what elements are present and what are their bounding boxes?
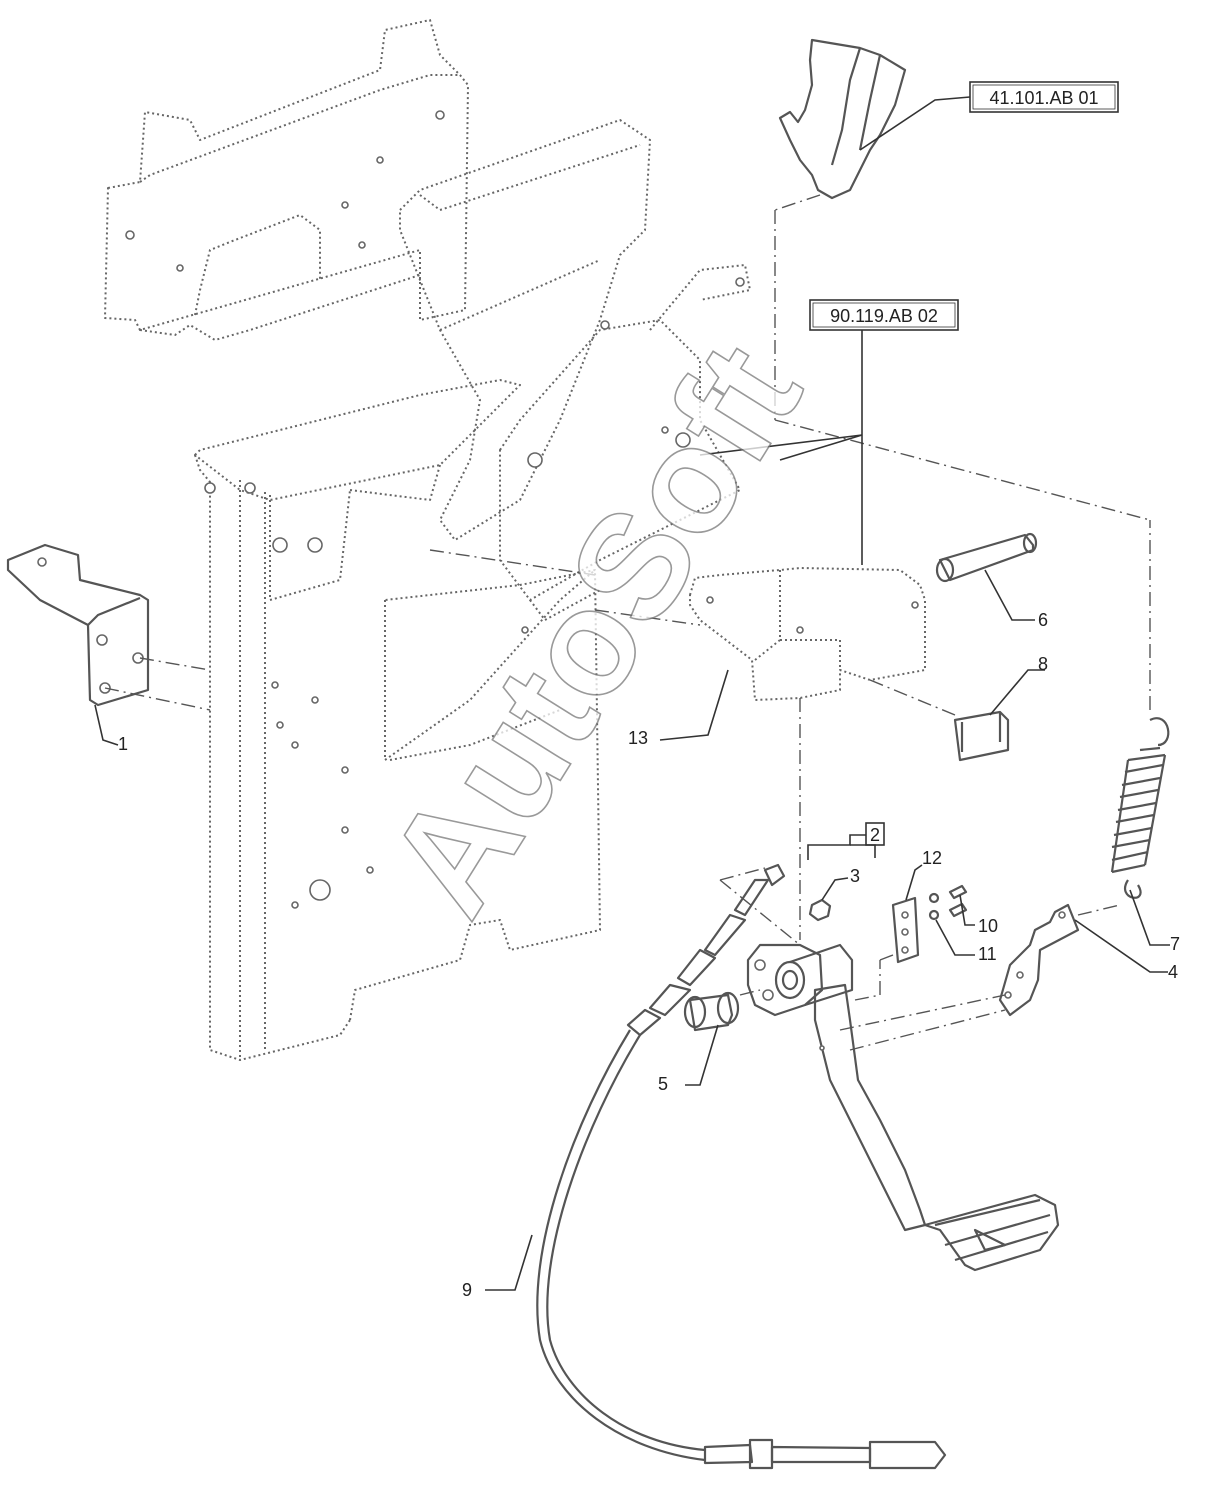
callout-5-text: 5 [658, 1074, 668, 1094]
callout-10[interactable]: 10 [959, 894, 998, 936]
part-9-cable [536, 863, 947, 1470]
reference-41-text: 41.101.AB 01 [989, 88, 1098, 108]
callout-4[interactable]: 4 [1074, 919, 1178, 982]
callout-11-text: 11 [978, 944, 997, 964]
callout-13[interactable]: 13 [628, 669, 729, 748]
callout-3-text: 3 [850, 866, 860, 886]
callout-7-text: 7 [1170, 934, 1180, 954]
callout-9[interactable]: 9 [462, 1234, 533, 1300]
watermark-text: AutoSoft [355, 316, 833, 942]
pedal-assembly [683, 698, 1121, 1272]
part-12-plate [891, 884, 968, 964]
callout-12[interactable]: 12 [905, 848, 942, 901]
callout-4-text: 4 [1168, 962, 1178, 982]
part-1-bracket [6, 543, 211, 711]
part-upper-handle [774, 38, 1151, 521]
part-13-bracket [429, 549, 926, 701]
part-3-nut [808, 898, 832, 922]
reference-box-90[interactable]: 90.119.AB 02 [699, 299, 959, 565]
callout-6[interactable]: 6 [984, 569, 1048, 630]
callout-8[interactable]: 8 [989, 654, 1048, 716]
callout-2[interactable]: 2 [807, 822, 885, 860]
callout-9-text: 9 [462, 1280, 472, 1300]
callout-1-text: 1 [118, 734, 128, 754]
part-4-lever [998, 903, 1080, 1017]
callout-7[interactable]: 7 [1129, 889, 1180, 954]
reference-90-text: 90.119.AB 02 [830, 306, 938, 326]
callout-12-text: 12 [922, 848, 942, 868]
reference-box-41[interactable]: 41.101.AB 01 [859, 81, 1119, 151]
callout-2-text: 2 [870, 825, 880, 845]
callout-6-text: 6 [1038, 610, 1048, 630]
callout-5[interactable]: 5 [658, 1024, 719, 1094]
callout-11[interactable]: 11 [935, 919, 997, 964]
callout-1[interactable]: 1 [94, 704, 128, 754]
callout-10-text: 10 [978, 916, 998, 936]
callout-13-text: 13 [628, 728, 648, 748]
callout-8-text: 8 [1038, 654, 1048, 674]
part-8-bushing [869, 679, 1010, 762]
part-7-spring [1110, 520, 1170, 899]
part-6-pin [935, 532, 1038, 583]
main-frame [104, 19, 751, 1061]
callout-3[interactable]: 3 [821, 866, 860, 901]
